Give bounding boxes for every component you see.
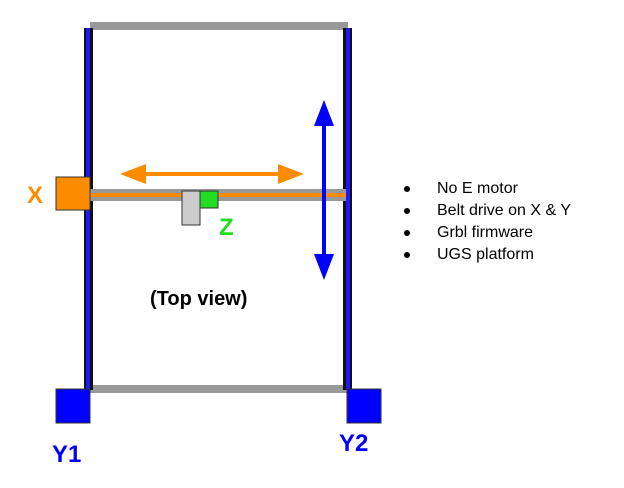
view-caption: (Top view) [150, 288, 247, 310]
list-item: UGS platform [403, 244, 571, 266]
z-motor-label: Z [219, 214, 234, 241]
x-direction-arrow [120, 164, 304, 184]
z-motor [199, 190, 219, 209]
note-text: Grbl firmware [437, 224, 534, 241]
x-motor-label: X [27, 182, 43, 209]
note-text: No E motor [437, 180, 518, 197]
y1-motor [55, 388, 91, 424]
y2-motor [346, 388, 382, 424]
y-direction-arrow [314, 100, 334, 280]
bullet-icon [404, 252, 410, 258]
feature-notes-list: No E motor Belt drive on X & Y Grbl firm… [403, 178, 571, 266]
top-rail [90, 22, 348, 30]
x-motor [55, 176, 91, 211]
bottom-rail [90, 385, 348, 393]
list-item: No E motor [403, 178, 571, 200]
tool-carriage [181, 190, 201, 226]
list-item: Belt drive on X & Y [403, 200, 571, 222]
bullet-icon [404, 230, 410, 236]
note-text: UGS platform [437, 246, 534, 263]
list-item: Grbl firmware [403, 222, 571, 244]
y2-motor-label: Y2 [339, 430, 368, 457]
y1-motor-label: Y1 [52, 441, 81, 468]
right-y-rail [343, 28, 352, 390]
bullet-icon [404, 186, 410, 192]
bullet-icon [404, 208, 410, 214]
note-text: Belt drive on X & Y [437, 202, 571, 219]
